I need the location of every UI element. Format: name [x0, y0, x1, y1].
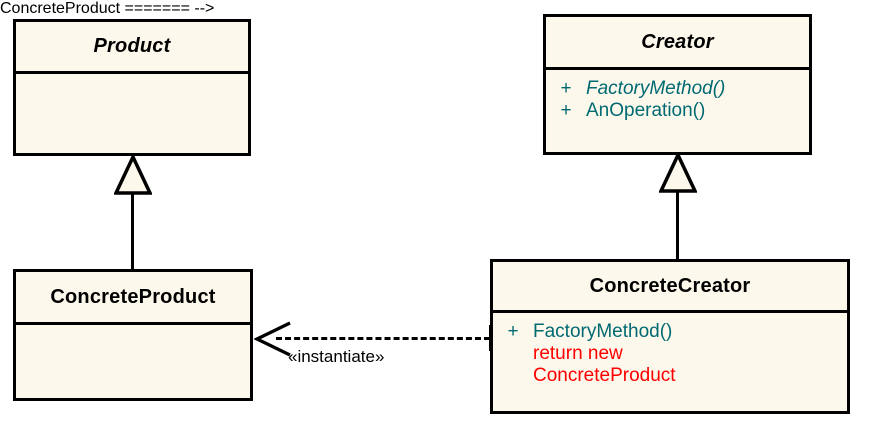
- dependency-label-instantiate: «instantiate»: [288, 347, 385, 366]
- class-members-compartment-concretecreator: + FactoryMethod() return new ConcretePro…: [493, 313, 847, 411]
- generalization-line-creator: [676, 191, 679, 261]
- operation-row[interactable]: + AnOperation(): [546, 100, 809, 122]
- class-name-concreteproduct: ConcreteProduct: [50, 285, 216, 308]
- note-text-return-new: return new: [533, 342, 623, 364]
- class-box-concretecreator[interactable]: ConcreteCreator + FactoryMethod() return…: [490, 259, 850, 414]
- visibility-marker-public: +: [560, 99, 572, 121]
- class-members-compartment-creator: + FactoryMethod() + AnOperation(): [546, 70, 809, 152]
- class-name-creator: Creator: [641, 30, 714, 53]
- class-box-product[interactable]: Product: [13, 19, 251, 156]
- operation-note-line: ConcreteProduct: [493, 365, 847, 387]
- class-box-creator[interactable]: Creator + FactoryMethod() + AnOperation(…: [543, 14, 812, 155]
- dependency-arrowhead-open: [254, 320, 292, 360]
- class-members-compartment-concreteproduct: [16, 325, 250, 398]
- operation-name-anoperation: AnOperation(): [586, 99, 706, 121]
- operation-row[interactable]: + FactoryMethod(): [493, 321, 847, 343]
- open-arrowhead-icon: [254, 321, 291, 357]
- operation-name-factorymethod: FactoryMethod(): [533, 321, 673, 342]
- class-name-compartment-product: Product: [16, 22, 248, 74]
- class-name-compartment-concretecreator: ConcreteCreator: [493, 262, 847, 313]
- dependency-line-instantiate: [276, 337, 490, 340]
- operation-row[interactable]: + FactoryMethod(): [546, 78, 809, 100]
- dependency-line-endpoint-stub: [489, 325, 492, 351]
- class-name-product: Product: [93, 35, 171, 57]
- class-name-compartment-creator: Creator: [546, 17, 809, 70]
- hollow-triangle-icon: [114, 155, 152, 195]
- class-name-concretecreator: ConcreteCreator: [589, 274, 751, 297]
- class-box-concreteproduct[interactable]: ConcreteProduct: [13, 269, 253, 401]
- hollow-triangle-icon: [659, 153, 697, 193]
- note-text-concreteproduct: ConcreteProduct: [533, 364, 676, 386]
- operation-note-line: return new: [493, 343, 847, 365]
- class-name-compartment-concreteproduct: ConcreteProduct: [16, 272, 250, 325]
- visibility-marker-public: +: [507, 321, 519, 342]
- class-members-compartment-product: [16, 74, 248, 153]
- visibility-marker-public: +: [560, 78, 572, 99]
- operation-name-factorymethod: FactoryMethod(): [586, 78, 726, 99]
- generalization-line-product: [131, 193, 134, 271]
